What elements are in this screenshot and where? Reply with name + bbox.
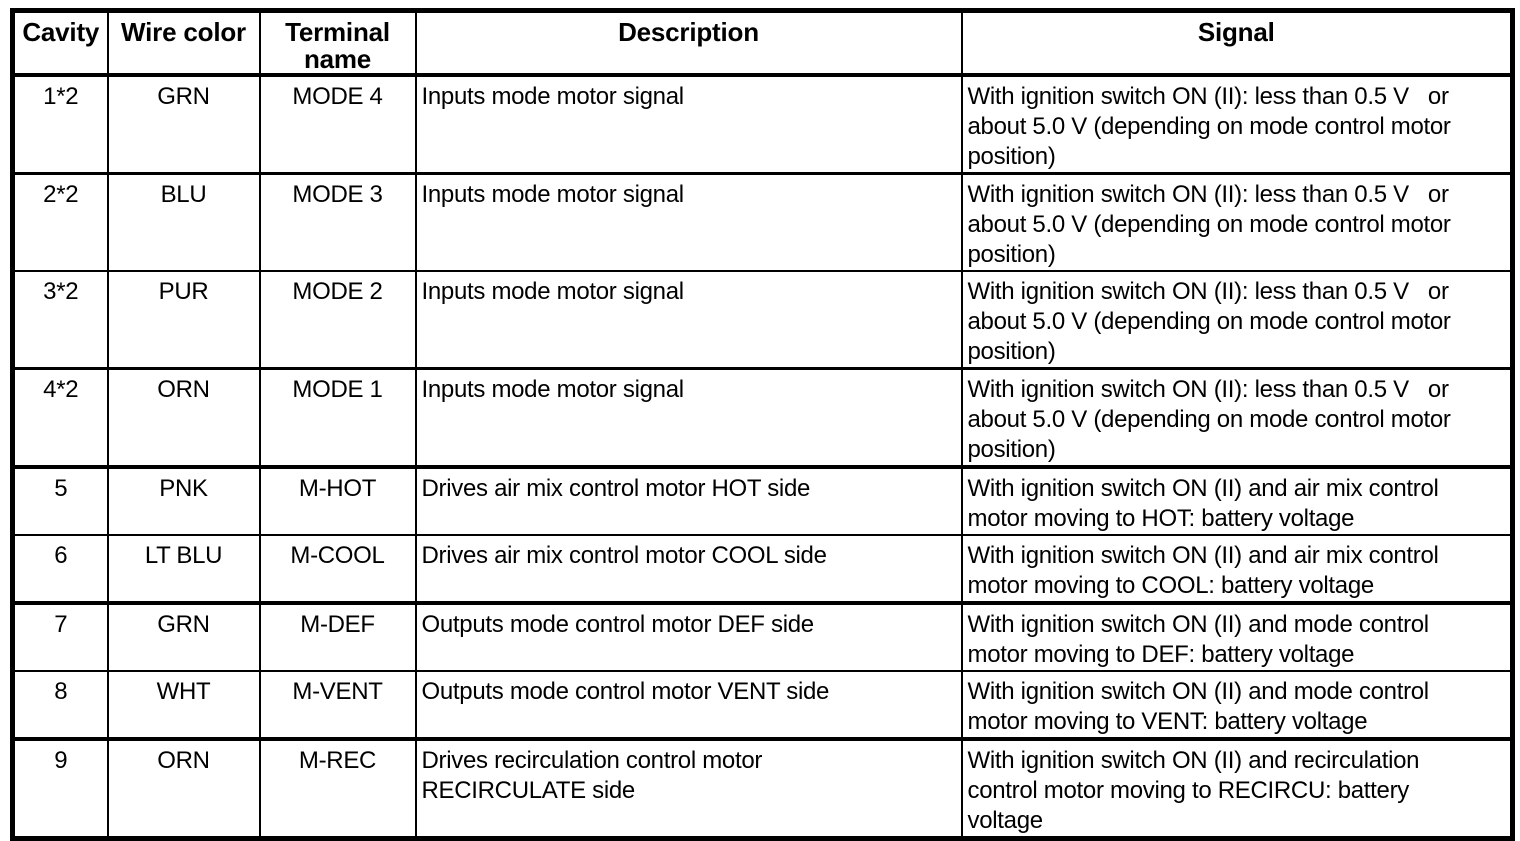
cell-cavity: 5	[11, 465, 109, 536]
connector-pinout-table: Cavity Wire color Terminal name Descript…	[10, 8, 1515, 841]
cell-terminal-name: M-HOT	[258, 465, 417, 536]
cell-terminal-name: MODE 4	[258, 74, 417, 175]
cell-terminal-name: MODE 3	[258, 172, 417, 272]
cell-cavity: 2*2	[11, 172, 109, 272]
cell-description: Inputs mode motor signal	[414, 367, 963, 468]
cell-description: Inputs mode motor signal	[414, 270, 963, 370]
cell-wire-color: LT BLU	[106, 534, 261, 604]
cell-description: Inputs mode motor signal	[414, 172, 963, 272]
cell-wire-color: WHT	[106, 670, 261, 740]
cell-cavity: 1*2	[11, 74, 109, 175]
cell-description: Drives recirculation control motor RECIR…	[414, 737, 963, 840]
column-header-cavity: Cavity	[11, 9, 109, 77]
cell-wire-color: GRN	[106, 601, 261, 672]
cell-wire-color: ORN	[106, 367, 261, 468]
cell-signal: With ignition switch ON (II): less than …	[960, 172, 1514, 272]
cell-signal: With ignition switch ON (II): less than …	[960, 367, 1514, 468]
column-header-description: Description	[414, 9, 963, 77]
cell-cavity: 9	[11, 737, 109, 840]
table-row: 3*2 PUR MODE 2 Inputs mode motor signal …	[11, 270, 1514, 370]
cell-signal: With ignition switch ON (II) and air mix…	[960, 534, 1514, 604]
cell-wire-color: PUR	[106, 270, 261, 370]
cell-description: Drives air mix control motor HOT side	[414, 465, 963, 536]
cell-cavity: 4*2	[11, 367, 109, 468]
cell-terminal-name: MODE 2	[258, 270, 417, 370]
cell-terminal-name: M-VENT	[258, 670, 417, 740]
cell-description: Outputs mode control motor DEF side	[414, 601, 963, 672]
cell-cavity: 6	[11, 534, 109, 604]
cell-wire-color: PNK	[106, 465, 261, 536]
document-page: Cavity Wire color Terminal name Descript…	[10, 8, 1515, 841]
column-header-signal: Signal	[960, 9, 1514, 77]
table-row: 7 GRN M-DEF Outputs mode control motor D…	[11, 601, 1514, 672]
cell-terminal-name: M-COOL	[258, 534, 417, 604]
table-header-row: Cavity Wire color Terminal name Descript…	[11, 9, 1514, 77]
cell-description: Drives air mix control motor COOL side	[414, 534, 963, 604]
cell-wire-color: GRN	[106, 74, 261, 175]
column-header-terminal-name: Terminal name	[258, 9, 417, 77]
cell-cavity: 3*2	[11, 270, 109, 370]
table-row: 8 WHT M-VENT Outputs mode control motor …	[11, 670, 1514, 740]
table-row: 2*2 BLU MODE 3 Inputs mode motor signal …	[11, 172, 1514, 272]
cell-signal: With ignition switch ON (II): less than …	[960, 270, 1514, 370]
column-header-wire-color: Wire color	[106, 9, 261, 77]
cell-signal: With ignition switch ON (II) and recircu…	[960, 737, 1514, 840]
cell-signal: With ignition switch ON (II) and mode co…	[960, 670, 1514, 740]
cell-wire-color: ORN	[106, 737, 261, 840]
cell-terminal-name: M-REC	[258, 737, 417, 840]
cell-description: Outputs mode control motor VENT side	[414, 670, 963, 740]
table-row: 5 PNK M-HOT Drives air mix control motor…	[11, 465, 1514, 536]
cell-signal: With ignition switch ON (II): less than …	[960, 74, 1514, 175]
cell-terminal-name: M-DEF	[258, 601, 417, 672]
table-row: 4*2 ORN MODE 1 Inputs mode motor signal …	[11, 367, 1514, 468]
cell-cavity: 8	[11, 670, 109, 740]
cell-signal: With ignition switch ON (II) and air mix…	[960, 465, 1514, 536]
table-row: 1*2 GRN MODE 4 Inputs mode motor signal …	[11, 74, 1514, 175]
cell-terminal-name: MODE 1	[258, 367, 417, 468]
table-row: 6 LT BLU M-COOL Drives air mix control m…	[11, 534, 1514, 604]
cell-cavity: 7	[11, 601, 109, 672]
cell-wire-color: BLU	[106, 172, 261, 272]
cell-description: Inputs mode motor signal	[414, 74, 963, 175]
cell-signal: With ignition switch ON (II) and mode co…	[960, 601, 1514, 672]
table-row: 9 ORN M-REC Drives recirculation control…	[11, 737, 1514, 840]
